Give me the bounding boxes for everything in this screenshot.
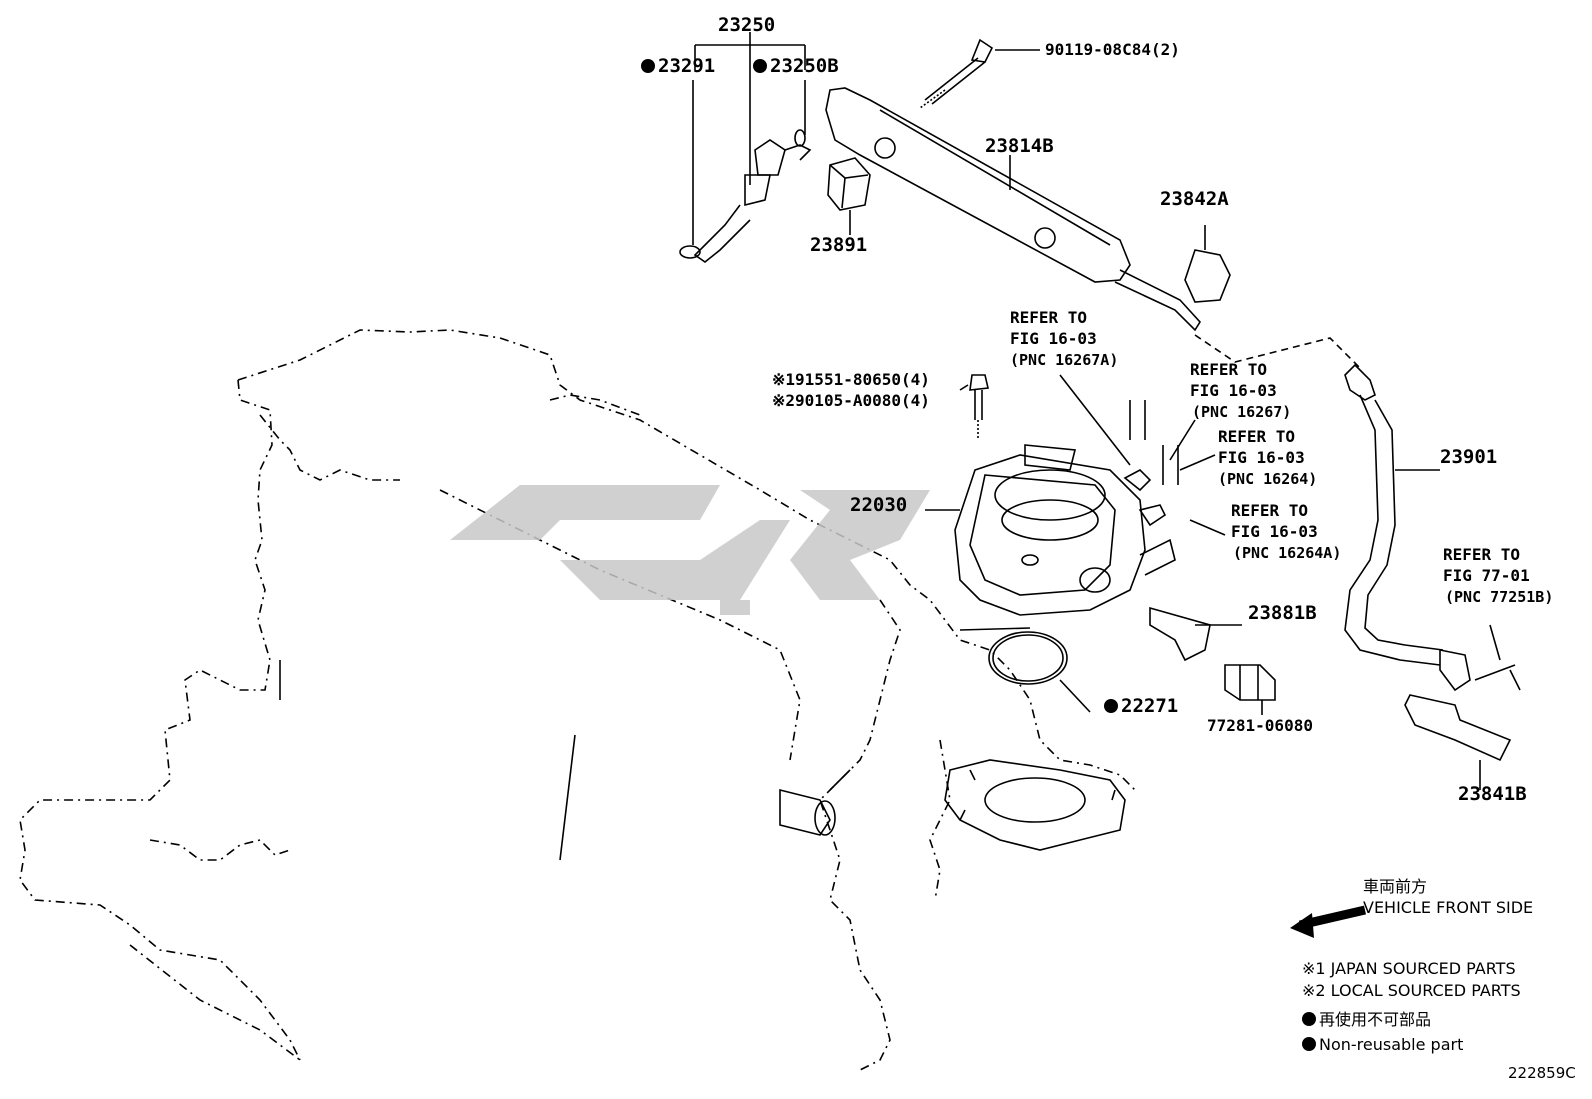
label-191551: ※191551-80650(4)	[772, 370, 930, 389]
label-77281: 77281-06080	[1207, 716, 1313, 735]
front-side-en: VEHICLE FRONT SIDE	[1363, 898, 1534, 917]
ref-2-line2: FIG 16-03	[1190, 381, 1277, 400]
label-23842a: 23842A	[1160, 188, 1229, 210]
label-23841b: 23841B	[1458, 783, 1527, 805]
label-290105: ※290105-A0080(4)	[772, 391, 930, 410]
ref-1-line2: FIG 16-03	[1010, 329, 1097, 348]
figure-id: 222859C	[1508, 1064, 1576, 1082]
front-side-jp: 車両前方	[1363, 877, 1428, 896]
label-23250b: 23250B	[753, 57, 839, 76]
ref-4-pnc: (PNC 16264A)	[1233, 544, 1342, 562]
note-japan-sourced: ※1 JAPAN SOURCED PARTS	[1302, 959, 1516, 978]
ref-3-line1: REFER TO	[1218, 427, 1296, 446]
note-local-sourced: ※2 LOCAL SOURCED PARTS	[1302, 981, 1521, 1000]
ref-1-pnc: (PNC 16267A)	[1010, 351, 1119, 369]
ref-5-pnc: (PNC 77251B)	[1445, 588, 1554, 606]
ref-2-line1: REFER TO	[1190, 360, 1268, 379]
label-90119: 90119-08C84(2)	[1045, 40, 1180, 59]
nonreuse-en: Non-reusable part	[1302, 1037, 1463, 1053]
ref-1-line1: REFER TO	[1010, 308, 1088, 327]
ref-3-pnc: (PNC 16264)	[1218, 470, 1318, 488]
ref-4-line2: FIG 16-03	[1231, 522, 1318, 541]
label-23881b: 23881B	[1248, 602, 1317, 624]
label-22271: 22271	[1104, 697, 1178, 716]
ref-5-line2: FIG 77-01	[1443, 566, 1530, 585]
label-23814b: 23814B	[985, 135, 1054, 157]
ref-5-line1: REFER TO	[1443, 545, 1521, 564]
label-23291: 23291	[641, 57, 715, 76]
label-23901: 23901	[1440, 446, 1498, 468]
ref-3-line2: FIG 16-03	[1218, 448, 1305, 467]
nonreuse-jp: 再使用不可部品	[1302, 1012, 1431, 1028]
label-23250: 23250	[718, 14, 776, 36]
label-22030: 22030	[850, 494, 908, 516]
ref-4-line1: REFER TO	[1231, 501, 1309, 520]
label-23891: 23891	[810, 234, 868, 256]
ref-2-pnc: (PNC 16267)	[1192, 403, 1292, 421]
